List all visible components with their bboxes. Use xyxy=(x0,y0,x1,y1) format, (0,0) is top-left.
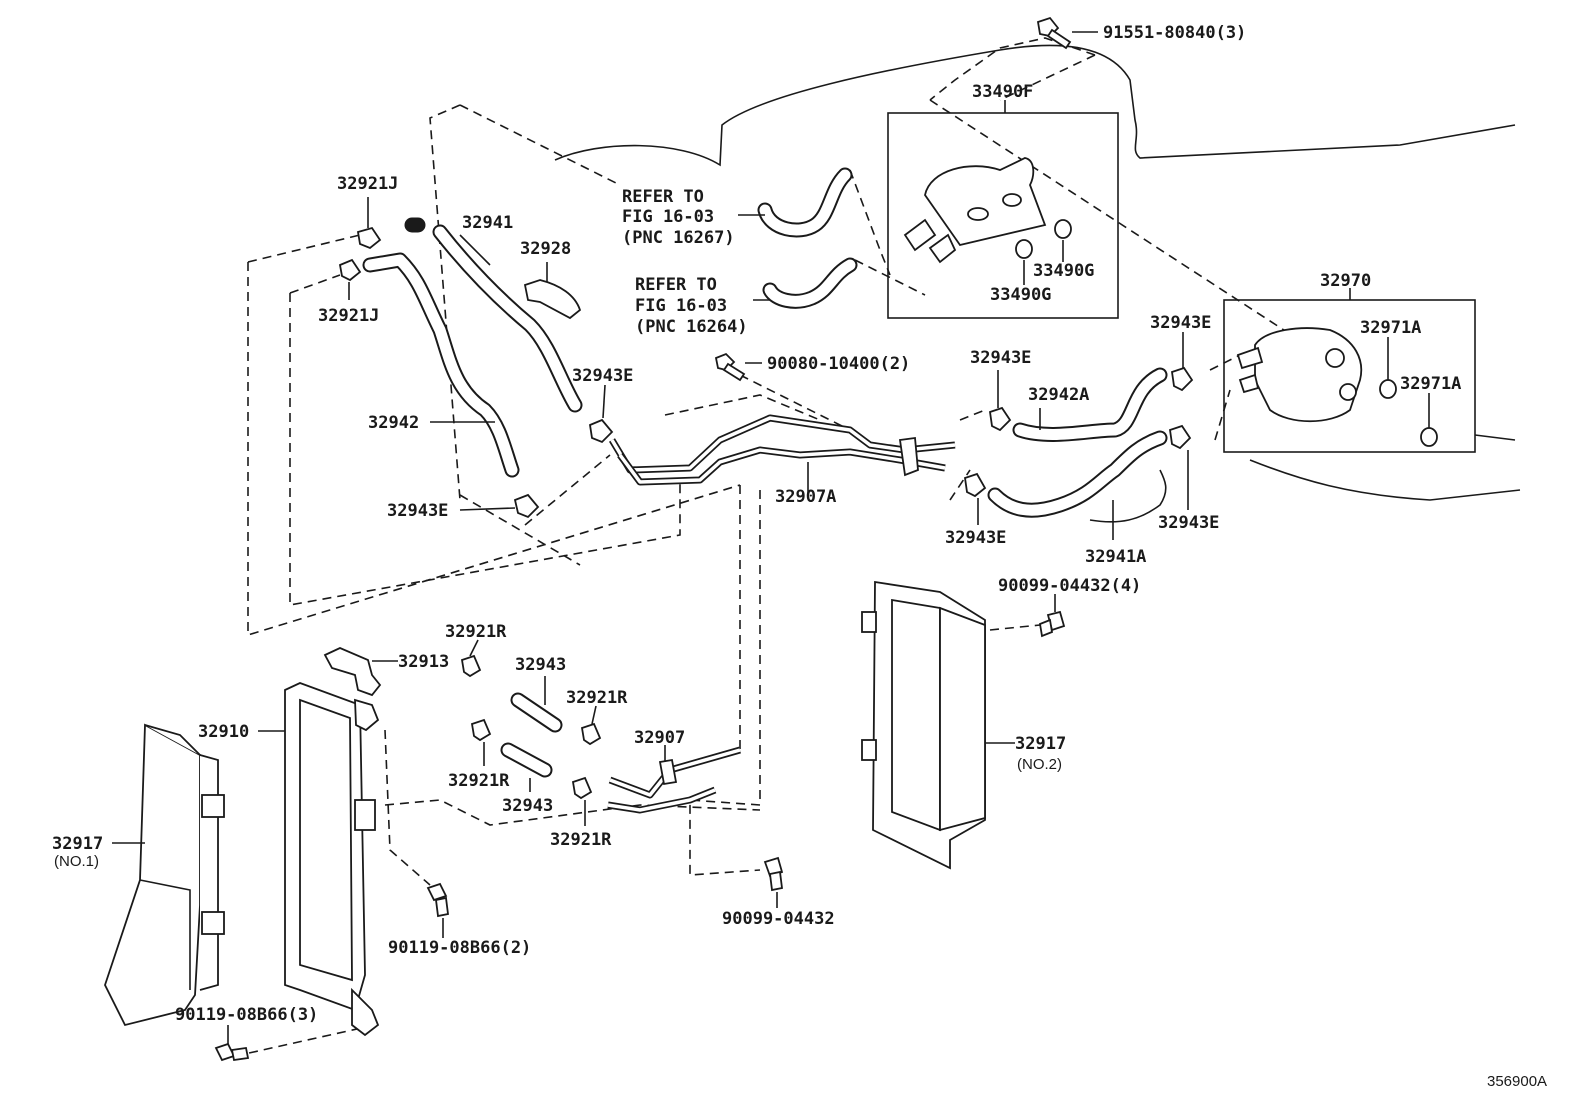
oil-cooler-icon xyxy=(903,157,1047,264)
label-clamp-r-4: 32921R xyxy=(550,830,612,850)
label-hose-32943-a: 32943 xyxy=(515,655,566,675)
oil-cooler-assy-frame xyxy=(887,112,1119,319)
clamp-j-bottom-icon xyxy=(338,258,362,282)
hose-32943-a-icon xyxy=(510,692,563,733)
label-bolt-91551: 91551-80840(3) xyxy=(1103,23,1246,43)
clamp-e-5-icon xyxy=(1171,366,1194,392)
clamp-e-6-icon xyxy=(1169,424,1192,450)
hose-32941A-icon xyxy=(987,430,1168,518)
label-clamp-e-1: 32943E xyxy=(572,366,633,386)
label-clamp-e-4: 32943E xyxy=(945,528,1006,548)
label-bolt-90099-4: 90099-04432(4) xyxy=(998,576,1141,596)
oring-a-icon xyxy=(1379,379,1397,399)
refer-hose-upper xyxy=(757,167,853,238)
clamp-e-3-icon xyxy=(989,406,1012,432)
label-hose-32942A: 32942A xyxy=(1028,385,1089,405)
bracket-32928-icon xyxy=(523,279,582,320)
clamp-e-2-icon xyxy=(513,493,540,519)
dashed-leader-lines xyxy=(239,37,1331,1056)
refer-hose-lower xyxy=(762,257,858,309)
hose-32942-icon xyxy=(362,252,520,478)
label-refer-b-3: (PNC 16264) xyxy=(635,317,748,337)
bracket-32913-icon xyxy=(323,647,382,697)
label-duct-no1: 32917 xyxy=(52,834,103,854)
label-oring-a: 32971A xyxy=(1360,318,1421,338)
bolt-90080-icon xyxy=(714,352,746,382)
label-refer-b-2: FIG 16-03 xyxy=(635,296,727,316)
hose-32941-icon xyxy=(404,217,583,413)
hose-32942A-icon xyxy=(1012,367,1168,442)
label-hose-32942: 32942 xyxy=(368,413,419,433)
label-gasket-a: 33490G xyxy=(1033,261,1094,281)
label-clamp-j-bottom: 32921J xyxy=(318,306,379,326)
label-bracket-32928: 32928 xyxy=(520,239,571,259)
label-clamp-e-6: 32943E xyxy=(1158,513,1219,533)
label-bolt-90119-2: 90119-08B66(2) xyxy=(388,938,531,958)
thermostatic-valve-icon xyxy=(1236,327,1363,423)
label-refer-b-1: REFER TO xyxy=(635,275,717,295)
label-clamp-r-1: 32921R xyxy=(445,622,507,642)
label-clamp-r-3: 32921R xyxy=(448,771,510,791)
label-pipe-32907: 32907 xyxy=(634,728,685,748)
label-bolt-90080: 90080-10400(2) xyxy=(767,354,910,374)
clamp-r-4-icon xyxy=(571,776,593,800)
label-hose-32941A: 32941A xyxy=(1085,547,1146,567)
pipe-32907-icon xyxy=(607,746,741,814)
callout-labels: 91551-80840(3) 33490F REFER TO FIG 16-03… xyxy=(52,23,1547,1090)
label-oil-cooler-assy: 33490F xyxy=(972,82,1033,102)
clamp-e-4-icon xyxy=(964,472,987,498)
clamp-r-2-icon xyxy=(470,718,492,742)
clamp-e-1-icon xyxy=(589,418,614,444)
label-refer-a-2: FIG 16-03 xyxy=(622,207,714,227)
label-bracket-32913: 32913 xyxy=(398,652,449,672)
label-clamp-e-3: 32943E xyxy=(970,348,1031,368)
label-bolt-90099: 90099-04432 xyxy=(722,909,835,929)
air-duct-no1-icon xyxy=(104,723,225,1027)
label-oring-b: 32971A xyxy=(1400,374,1461,394)
label-refer-a-3: (PNC 16267) xyxy=(622,228,735,248)
label-cooler-32910: 32910 xyxy=(198,722,249,742)
gasket-b-icon xyxy=(1015,239,1033,259)
label-pipe-32907A: 32907A xyxy=(775,487,836,507)
oil-cooler-32910-icon xyxy=(284,682,380,1037)
bolt-90119-2-icon xyxy=(426,882,449,918)
label-clamp-r-2: 32921R xyxy=(566,688,628,708)
bolt-91551-icon xyxy=(1036,16,1072,50)
pipe-32907A-icon xyxy=(608,414,956,486)
clamp-r-3-icon xyxy=(580,722,602,746)
label-duct-no2: 32917 xyxy=(1015,734,1066,754)
label-hose-32943-b: 32943 xyxy=(502,796,553,816)
diagram-id: 356900A xyxy=(1487,1073,1547,1090)
hose-32943-b-icon xyxy=(500,742,553,778)
label-hose-32941: 32941 xyxy=(462,213,513,233)
bolt-90119-3-icon xyxy=(214,1042,250,1062)
air-duct-no2-icon xyxy=(861,580,986,870)
label-clamp-e-5: 32943E xyxy=(1150,313,1211,333)
clamp-r-1-icon xyxy=(460,654,482,678)
oring-b-icon xyxy=(1420,427,1438,447)
label-clamp-j-top: 32921J xyxy=(337,174,398,194)
gasket-a-icon xyxy=(1054,219,1072,239)
clamp-j-top-icon xyxy=(356,226,382,250)
bolt-90099-4-icon xyxy=(1038,610,1066,638)
label-valve-32970: 32970 xyxy=(1320,271,1371,291)
label-duct-no2-sub: (NO.2) xyxy=(1017,756,1062,773)
bolt-90099-icon xyxy=(763,856,784,892)
label-duct-no1-sub: (NO.1) xyxy=(54,853,99,870)
label-clamp-e-2: 32943E xyxy=(387,501,448,521)
label-refer-a-1: REFER TO xyxy=(622,187,704,207)
label-gasket-b: 33490G xyxy=(990,285,1051,305)
label-bolt-90119-3: 90119-08B66(3) xyxy=(175,1005,318,1025)
